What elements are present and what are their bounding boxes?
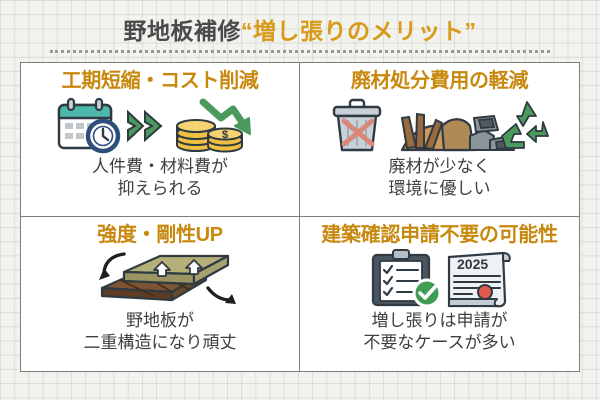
permit-illustration: 2025 (371, 249, 511, 308)
benefit-icon-row: $ (53, 94, 268, 156)
benefit-title: 廃材処分費用の軽減 (350, 70, 529, 92)
benefit-body-line: 人件費・材料費が (92, 157, 228, 176)
benefit-icon-row (80, 248, 240, 310)
benefit-body-line: 二重構造になり頑丈 (83, 332, 237, 352)
page-title-main: 野地板補修 (123, 18, 241, 44)
svg-text:$: $ (221, 129, 227, 141)
x-mark-icon (341, 118, 374, 147)
check-badge-icon (412, 278, 441, 308)
benefit-cell-strength: 強度・剛性UP (21, 217, 300, 371)
layered-boards-icon (100, 254, 230, 302)
benefit-body-line: 廃材が少なく (388, 157, 491, 176)
benefit-body: 人件費・材料費が 抑えられる (92, 156, 228, 200)
document-scroll-icon: 2025 (447, 251, 511, 308)
benefit-title: 工期短縮・コスト削減 (61, 70, 259, 92)
debris-pile-icon (400, 112, 515, 152)
down-arrow-icon (199, 98, 251, 135)
benefit-body: 野地板が 二重構造になり頑丈 (84, 310, 237, 354)
benefit-body-line: 不要なケースが多い (363, 332, 516, 352)
page-title-area: 野地板補修“増し張りのメリット” (0, 0, 600, 62)
benefit-icon-row: 2025 (345, 248, 535, 310)
benefit-icon-row (324, 94, 556, 156)
page-title: 野地板補修“増し張りのメリット” (0, 12, 600, 46)
curved-arrow-head-icon (99, 268, 236, 304)
waste-reduction-illustration (332, 98, 549, 152)
benefit-cell-cost: 工期短縮・コスト削減 (21, 63, 300, 217)
trash-can-icon (332, 98, 381, 152)
benefit-body-line: 抑えられる (117, 178, 203, 198)
benefits-grid: 工期短縮・コスト削減 (20, 62, 580, 372)
benefit-body: 廃材が少なく 環境に優しい (389, 156, 491, 200)
benefit-cell-permit: 建築確認申請不要の可能性 (300, 217, 579, 371)
title-dotted-divider (50, 47, 550, 53)
clock-icon (85, 118, 120, 154)
double-chevron-arrow-icon (126, 109, 163, 143)
recycle-icon (500, 101, 549, 149)
coin-stack-icon: $ (175, 119, 243, 153)
document-year: 2025 (457, 256, 488, 272)
benefit-title: 強度・剛性UP (97, 224, 223, 246)
page-title-accent: “増し張りのメリット” (241, 18, 477, 44)
cost-reduction-illustration: $ (57, 97, 251, 154)
layered-boards-illustration (99, 252, 236, 304)
benefit-body-line: 増し張りは申請が (371, 311, 508, 330)
benefit-body-line: 野地板が (126, 311, 194, 330)
benefit-title: 建築確認申請不要の可能性 (321, 224, 558, 246)
benefit-body: 増し張りは申請が 不要なケースが多い (363, 310, 515, 354)
benefit-body-line: 環境に優しい (388, 178, 491, 198)
benefit-cell-waste: 廃材処分費用の軽減 (300, 63, 579, 217)
